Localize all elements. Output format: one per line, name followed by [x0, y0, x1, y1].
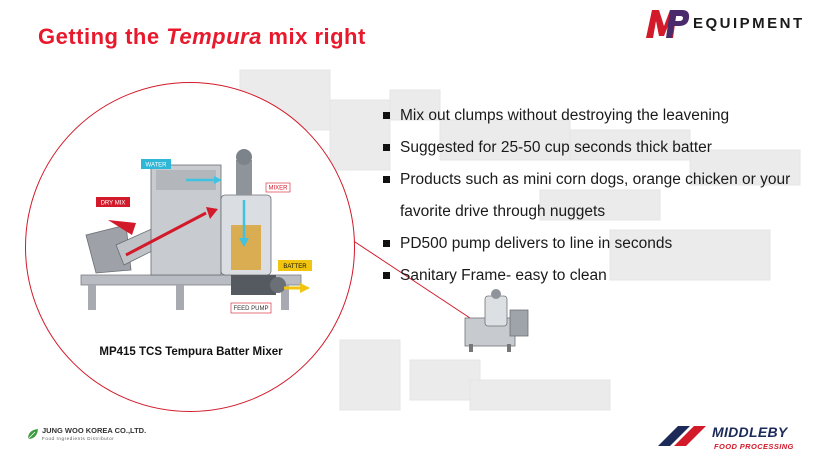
jung-woo-logo: JUNG WOO KOREA CO.,LTD. Food Ingredients…: [26, 423, 166, 447]
water-arrow-icon: [239, 238, 249, 247]
mini-machine-image: [464, 289, 529, 352]
figure-caption: MP415 TCS Tempura Batter Mixer: [99, 346, 283, 358]
label-water: WATER: [146, 163, 168, 169]
batter-arrow-icon: [300, 283, 310, 293]
middleby-name: MIDDLEBY: [712, 424, 788, 440]
logo-word: EQUIPMENT: [693, 15, 805, 32]
feature-item-1: Mix out clumps without destroying the le…: [383, 100, 813, 132]
jung-woo-sub: Food Ingredients Distributor: [42, 436, 115, 441]
middleby-sub: FOOD PROCESSING: [714, 442, 794, 451]
jung-woo-name: JUNG WOO KOREA CO.,LTD.: [42, 426, 147, 435]
title-suffix: mix right: [261, 24, 366, 49]
middleby-logo: MIDDLEBY FOOD PROCESSING: [654, 420, 814, 456]
title-emphasis: Tempura: [166, 24, 262, 49]
label-dry-mix: DRY MIX: [101, 201, 126, 207]
feature-item-4: PD500 pump delivers to line in seconds: [383, 228, 813, 260]
mixer-machine-diagram: WATER DRY MIX MIXER BATTER FEED PUMP: [80, 149, 312, 314]
feature-item-3: Products such as mini corn dogs, orange …: [383, 164, 813, 228]
feature-list: Mix out clumps without destroying the le…: [383, 100, 813, 292]
jung-woo-leaf-icon: [27, 429, 38, 440]
title-prefix: Getting the: [38, 24, 167, 49]
label-mixer: MIXER: [268, 186, 288, 192]
mp-logo-mark-icon: [646, 10, 690, 38]
page-title: Getting the Tempura mix right: [38, 24, 366, 50]
dry-mix-arrow-icon: [108, 220, 136, 235]
feature-item-5: Sanitary Frame- easy to clean: [383, 260, 813, 292]
label-feed-pump: FEED PUMP: [233, 306, 268, 312]
middleby-stripes-icon: [658, 426, 706, 446]
feature-item-2: Suggested for 25-50 cup seconds thick ba…: [383, 132, 813, 164]
mp-equipment-logo: EQUIPMENT: [646, 8, 816, 40]
background-production-line-image: [229, 69, 801, 411]
label-batter: BATTER: [283, 264, 307, 270]
machine-callout-circle: WATER DRY MIX MIXER BATTER FEED PUMP MP4…: [25, 82, 355, 412]
